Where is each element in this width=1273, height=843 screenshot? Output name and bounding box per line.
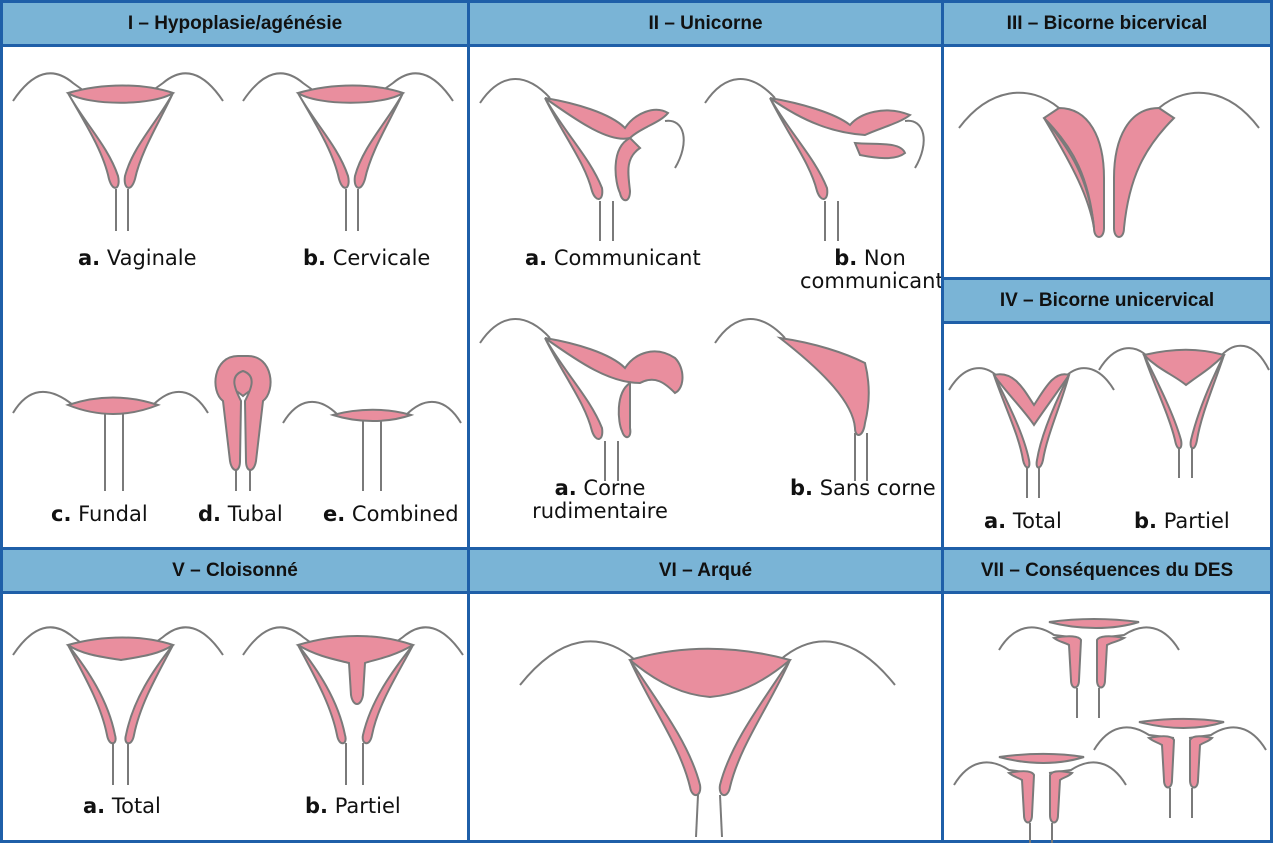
caption-bicornuate-total: a. Total [984,510,1062,533]
des-uterus-illustration-1 [999,610,1179,720]
panel-arcuate: VI – Arqué [467,547,944,843]
panel-title: II – Unicorne [470,3,941,47]
caption-fundal: c. Fundal [51,503,148,526]
caption-noncommunicating: b. Non communicant [800,247,940,293]
panel-bicornuate-bicervical: III – Bicorne bicervical [941,0,1273,280]
uterus-cervical-illustration [243,61,463,241]
panel-septate: V – Cloisonné a. Total b. Partiel [0,547,470,843]
arcuate-illustration [520,625,900,840]
panel-title: I – Hypoplasie/agénésie [3,3,467,47]
unicorn-noncommunicating-illustration [705,73,935,243]
caption-communicating: a. Communicant [525,247,701,270]
caption-vaginal: a. Vaginale [78,247,197,270]
caption-no-horn: b. Sans corne [790,477,936,500]
septate-partial-illustration [243,615,468,795]
bicornuate-total-illustration [949,350,1119,500]
caption-septate-total: a. Total [83,795,161,818]
panel-des-consequences: VII – Conséquences du DES [941,547,1273,843]
caption-combined: e. Combined [323,503,459,526]
caption-tubal: d. Tubal [198,503,283,526]
caption-septate-partial: b. Partiel [305,795,401,818]
unicorn-no-horn-illustration [715,313,915,483]
caption-bicornuate-partial: b. Partiel [1134,510,1230,533]
uterus-tubal-illustration [208,351,278,491]
caption-rudimentary-horn: a. Corne rudimentaire [530,477,670,523]
panel-title: IV – Bicorne unicervical [944,280,1270,324]
unicorn-rudimentary-horn-illustration [480,313,700,483]
panel-bicornuate-unicervical: IV – Bicorne unicervical a. Total b. Par… [941,277,1273,550]
panel-title: III – Bicorne bicervical [944,3,1270,47]
bicornuate-partial-illustration [1099,330,1273,480]
panel-unicornuate: II – Unicorne a. Communicant b. Non comm… [467,0,944,550]
caption-cervical: b. Cervicale [303,247,430,270]
unicorn-communicating-illustration [480,73,700,243]
uterus-vaginal-illustration [13,61,233,241]
des-uterus-illustration-3 [954,745,1129,843]
panel-hypoplasia: I – Hypoplasie/agénésie a. Vaginale b. C… [0,0,470,550]
panel-title: VI – Arqué [470,550,941,594]
panel-title: VII – Conséquences du DES [944,550,1270,594]
panel-title: V – Cloisonné [3,550,467,594]
bicornuate-bicervical-illustration [959,78,1259,248]
uterus-combined-illustration [283,393,463,493]
septate-total-illustration [13,615,233,795]
uterus-fundal-illustration [13,383,213,493]
